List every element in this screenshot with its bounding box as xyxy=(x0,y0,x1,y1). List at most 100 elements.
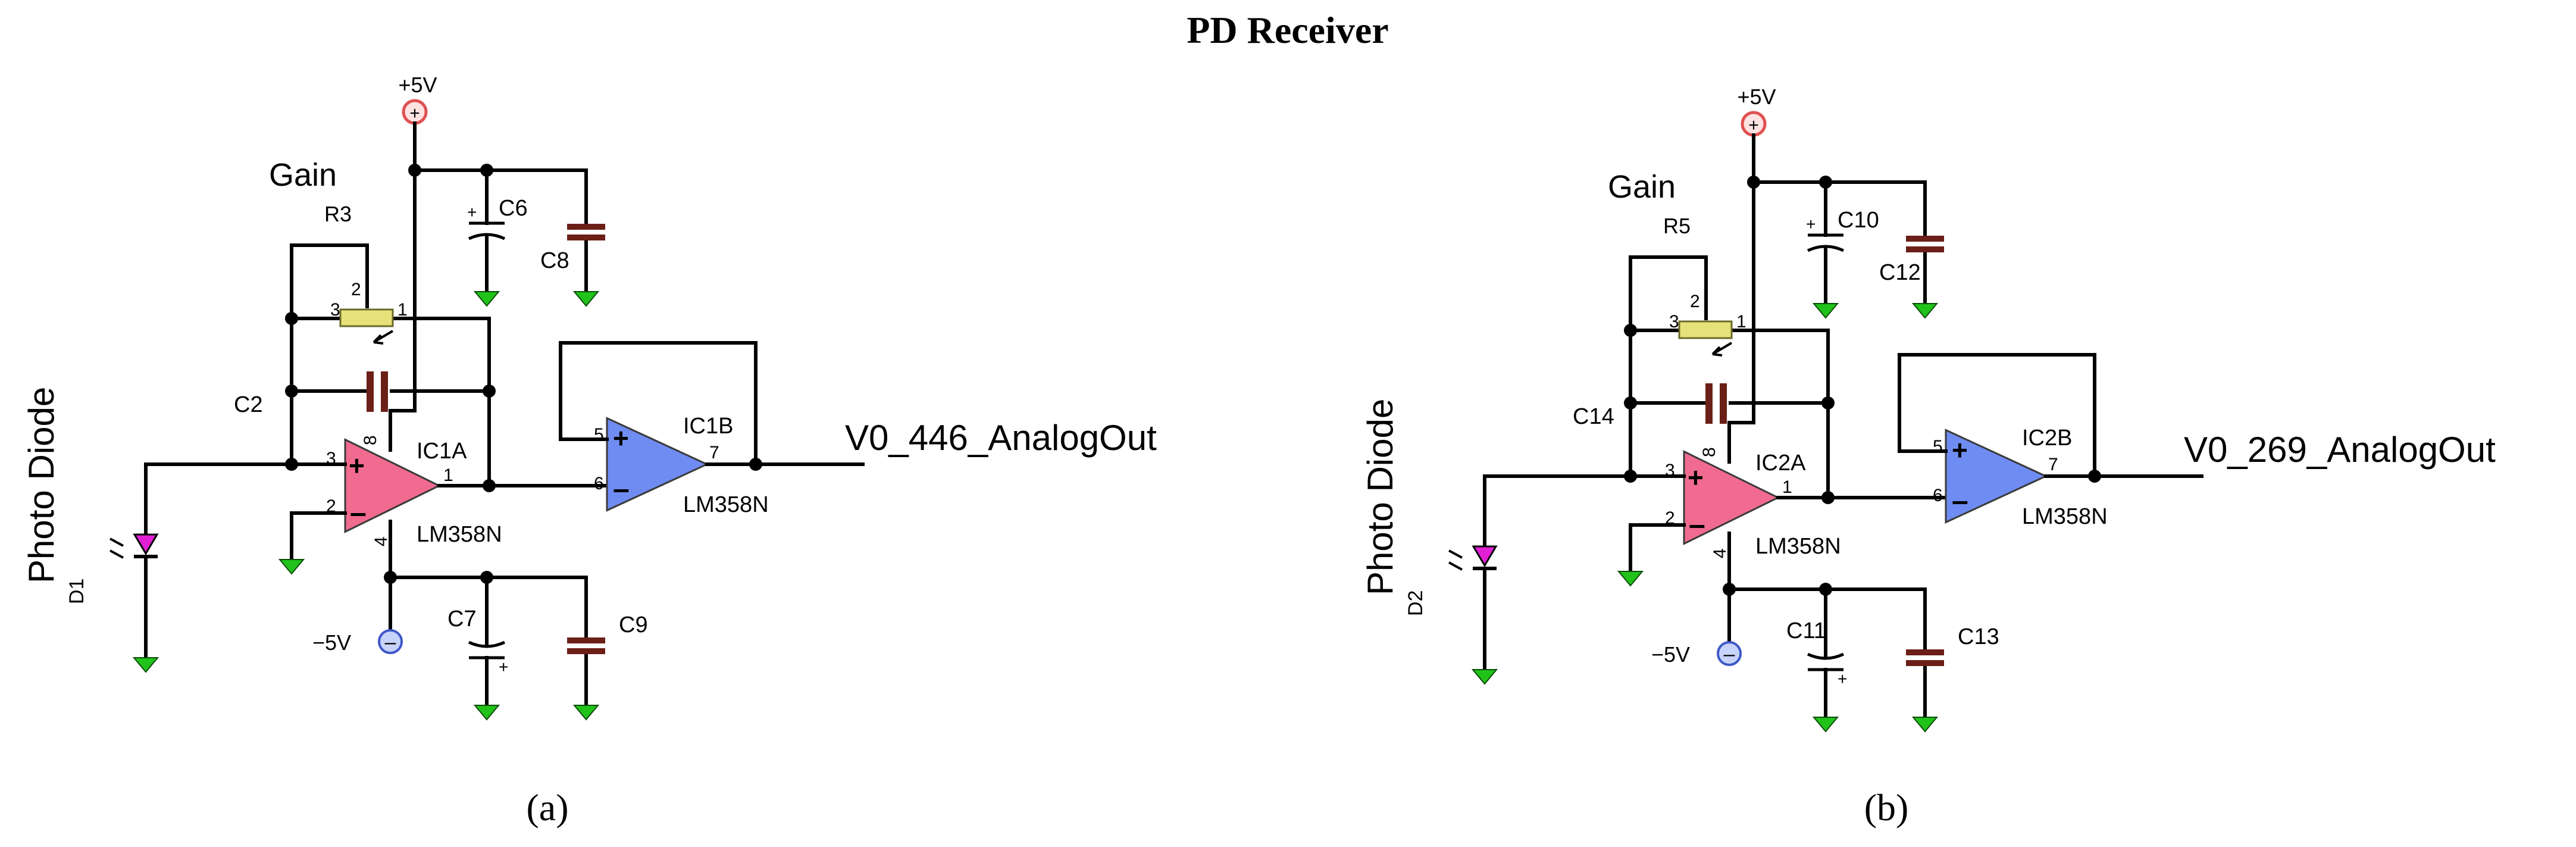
polarity-plus-icon: + xyxy=(467,203,477,221)
diode-ref-label: D2 xyxy=(1404,590,1427,616)
capacitor-plate xyxy=(567,235,605,240)
vplus-label: +5V xyxy=(398,73,437,97)
vplus-label: +5V xyxy=(1737,85,1776,109)
junction-dot xyxy=(2088,470,2101,483)
opamp-1-triangle xyxy=(344,438,442,533)
capacitor-curved-plate xyxy=(468,640,506,648)
junction-dot xyxy=(408,164,421,177)
opamp-2-part-label: LM358N xyxy=(2022,504,2108,529)
minus-sign-icon: – xyxy=(385,631,396,654)
wiper-arrowhead-icon xyxy=(1711,346,1723,357)
junction-dot xyxy=(1747,176,1760,189)
plus-sign-icon: + xyxy=(409,104,420,123)
gain-label: Gain xyxy=(269,157,337,193)
ground-symbol xyxy=(473,705,500,721)
figure-title: PD Receiver xyxy=(1187,9,1388,51)
pot-pin-2-label: 2 xyxy=(351,280,361,299)
ground-symbol xyxy=(1471,669,1498,685)
polarity-plus-icon: + xyxy=(499,658,508,676)
pot-pin-1-label: 1 xyxy=(397,300,408,320)
ground-symbol xyxy=(278,559,305,575)
capacitor-curved-plate xyxy=(1807,245,1845,252)
opamp2-pin-7-label: 7 xyxy=(709,443,719,462)
ground-symbol xyxy=(473,291,500,307)
capacitor-c9-label: C13 xyxy=(1958,624,1999,649)
capacitor-plate xyxy=(1720,383,1727,424)
junction-dot xyxy=(285,458,298,471)
junction-dot xyxy=(749,458,762,471)
wiper-arrowhead-icon xyxy=(373,334,384,345)
noninverting-plus-icon: + xyxy=(1688,462,1704,493)
opamp-2-ref-label: IC2B xyxy=(2022,426,2072,451)
light-rays-icon xyxy=(1448,549,1463,571)
opamp1-pin-1-label: 1 xyxy=(443,465,453,485)
polarity-plus-icon: + xyxy=(1838,670,1847,688)
junction-dot xyxy=(1821,491,1835,504)
opamp-2-triangle xyxy=(606,417,709,512)
capacitor-plate xyxy=(567,224,605,230)
opamp1-pin-1-label: 1 xyxy=(1782,477,1792,497)
capacitor-c8-label: C12 xyxy=(1879,260,1921,285)
capacitor-c6-label: C6 xyxy=(499,196,528,221)
potentiometer-ref-label: R5 xyxy=(1663,214,1691,238)
panel-b-receiver-circuit: ++5V+C10C12GainR5321C14+–IC2ALM358N32841… xyxy=(1360,85,2496,829)
capacitor-plate xyxy=(381,371,388,412)
pot-pin-2-label: 2 xyxy=(1690,292,1700,311)
gain-label: Gain xyxy=(1608,169,1676,205)
vminus-terminal-icon xyxy=(378,629,403,654)
ground-symbol xyxy=(1812,303,1839,319)
opamp-1-ref-label: IC2A xyxy=(1755,451,1806,476)
capacitor-plate xyxy=(1906,660,1944,666)
opamp2-pin-5-label: 5 xyxy=(1933,437,1943,457)
diode-ref-label: D1 xyxy=(65,579,88,604)
opamp1-pin-8-label: 8 xyxy=(361,435,380,445)
potentiometer-ref-label: R3 xyxy=(324,202,352,226)
noninverting-plus-icon: + xyxy=(613,423,629,454)
ground-symbol xyxy=(132,657,159,673)
opamp-1-triangle xyxy=(1683,450,1780,545)
vminus-label: −5V xyxy=(1651,642,1690,667)
capacitor-curved-plate xyxy=(1807,652,1845,660)
capacitor-c6-label: C10 xyxy=(1838,208,1879,233)
light-rays-icon xyxy=(109,537,124,559)
inverting-minus-icon: – xyxy=(1952,484,1968,517)
opamp-2-part-label: LM358N xyxy=(683,492,769,517)
opamp-1-ref-label: IC1A xyxy=(417,439,467,464)
capacitor-plate xyxy=(1906,246,1944,252)
junction-dot xyxy=(1624,396,1637,410)
opamp-1-part-label: LM358N xyxy=(417,522,502,547)
junction-dot xyxy=(285,312,298,325)
ground-symbol xyxy=(572,291,600,307)
opamp1-pin-4-label: 4 xyxy=(1710,548,1730,558)
ground-symbol xyxy=(1812,717,1839,733)
photodiode-icon xyxy=(1472,545,1498,567)
junction-dot xyxy=(1624,324,1637,337)
noninverting-plus-icon: + xyxy=(349,450,365,481)
panel-caption: (b) xyxy=(1864,786,1909,829)
junction-dot xyxy=(285,385,298,398)
capacitor-plate xyxy=(1705,383,1713,424)
opamp-1-part-label: LM358N xyxy=(1755,534,1841,559)
capacitor-plate xyxy=(567,648,605,654)
junction-dot xyxy=(1821,396,1835,410)
opamp2-pin-5-label: 5 xyxy=(594,425,604,445)
opamp2-pin-6-label: 6 xyxy=(594,474,604,493)
noninverting-plus-icon: + xyxy=(1952,435,1968,465)
potentiometer-body xyxy=(1678,320,1733,339)
analog-output-label: V0_269_AnalogOut xyxy=(2184,430,2496,470)
capacitor-plate xyxy=(1906,649,1944,655)
feedback-capacitor-label: C14 xyxy=(1573,404,1614,429)
minus-sign-icon: – xyxy=(1724,643,1735,665)
capacitor-c7-label: C11 xyxy=(1786,618,1826,643)
junction-dot xyxy=(1723,583,1736,596)
photodiode-label: Photo Diode xyxy=(1360,399,1400,595)
capacitor-curved-plate xyxy=(468,233,506,240)
ground-symbol xyxy=(1617,571,1644,587)
opamp-2-ref-label: IC1B xyxy=(683,414,733,439)
opamp1-pin-2-label: 2 xyxy=(1665,508,1675,528)
vminus-terminal-icon xyxy=(1717,641,1742,666)
opamp1-pin-4-label: 4 xyxy=(371,536,391,546)
photodiode-icon xyxy=(133,533,159,555)
opamp2-pin-7-label: 7 xyxy=(2048,455,2058,474)
